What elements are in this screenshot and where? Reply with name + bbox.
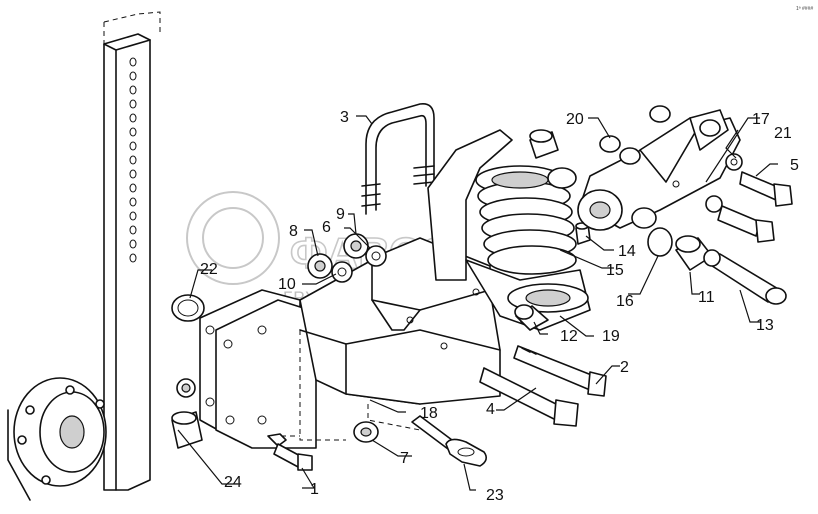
part-17-arm — [577, 109, 741, 231]
part-16-ring — [647, 227, 673, 257]
callout-22: 22 — [200, 261, 218, 278]
callout-19: 19 — [602, 328, 620, 345]
leader-lines — [177, 115, 778, 491]
part-3-u-bolt — [361, 102, 435, 215]
part-7-nut — [353, 421, 379, 443]
callout-15: 15 — [606, 262, 624, 279]
part-19-spring-bracket — [427, 129, 591, 331]
part-2-bolt — [513, 345, 607, 397]
part-8-nut — [307, 253, 333, 279]
part-4-bolt — [479, 367, 579, 427]
watermark-logo-ring-outer — [186, 191, 280, 285]
callout-8: 8 — [289, 223, 298, 240]
part-12-pin — [514, 304, 549, 331]
watermark-logo-ring-inner — [202, 207, 264, 269]
callout-14: 14 — [618, 243, 636, 260]
part-5-bolt — [739, 171, 793, 207]
callout-16: 16 — [616, 293, 634, 310]
frame-post — [103, 11, 161, 491]
part-1-bolt — [267, 433, 313, 471]
part-6-nut — [343, 233, 369, 259]
callout-10: 10 — [278, 276, 296, 293]
callouts: 3 8 9 6 10 22 24 1 7 18 23 4 2 12 19 14 … — [200, 109, 799, 504]
part-16-ring-upper — [547, 167, 577, 189]
part-14-nipple — [575, 222, 591, 245]
callout-21: 21 — [774, 125, 792, 142]
callout-6: 6 — [322, 219, 331, 236]
callout-17: 17 — [752, 111, 770, 128]
callout-24: 24 — [224, 474, 242, 491]
part-10-washer — [331, 261, 353, 283]
callout-13: 13 — [756, 317, 774, 334]
part-24-bushing — [171, 378, 203, 449]
bushing-top — [529, 129, 559, 159]
part-21-washer — [725, 153, 743, 171]
callout-2: 2 — [620, 359, 629, 376]
wheel-hub — [7, 377, 107, 501]
part-13-pin — [703, 249, 787, 305]
callout-9: 9 — [336, 206, 345, 223]
callout-7: 7 — [400, 450, 409, 467]
callout-18: 18 — [420, 405, 438, 422]
callout-1: 1 — [310, 481, 319, 498]
callout-20: 20 — [566, 111, 584, 128]
part-22-washer — [171, 294, 205, 322]
corner-mark: 1ª #### — [796, 6, 813, 12]
part-9-washer — [365, 245, 387, 267]
part-23-pin — [411, 415, 488, 467]
part-15-spring — [475, 165, 577, 275]
callout-12: 12 — [560, 328, 578, 345]
frame-post-holes — [129, 57, 137, 263]
part-20-nuts — [599, 105, 721, 165]
arm-lower-bolt — [705, 195, 775, 243]
callout-23: 23 — [486, 487, 504, 504]
part-18-bracket — [199, 237, 501, 449]
callout-4: 4 — [486, 401, 495, 418]
callout-11: 11 — [698, 289, 715, 306]
callout-3: 3 — [340, 109, 349, 126]
callout-5: 5 — [790, 157, 799, 174]
